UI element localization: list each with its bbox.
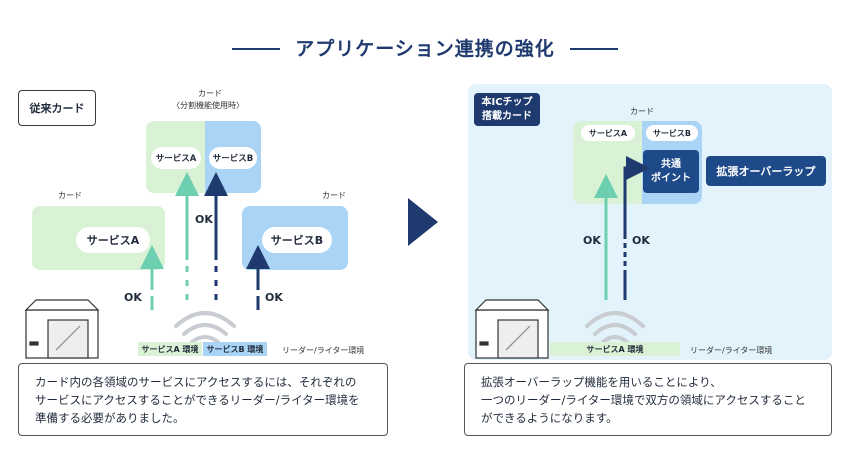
ic-chip-label-line1: 本ICチップ xyxy=(481,97,533,108)
right-arrows xyxy=(474,156,650,359)
extended-overlap-box: 拡張オーバーラップ xyxy=(706,156,826,186)
ok-right-panel-1: OK xyxy=(583,234,601,247)
left-card-service-a: サービスA xyxy=(76,227,150,253)
left-arrows xyxy=(24,172,270,359)
store-icon xyxy=(24,299,100,359)
shared-point-box: 共通 ポイント xyxy=(643,150,699,193)
wireless-signal-icon xyxy=(174,311,236,344)
split-card-service-a: サービスA xyxy=(151,147,201,169)
transition-arrow-icon xyxy=(408,198,438,246)
shared-point-line2: ポイント xyxy=(651,172,691,184)
left-description-line: 準備する必要がありました。 xyxy=(35,410,185,425)
legacy-card-label: 従来カード xyxy=(18,90,96,126)
env-service-a-right: サービスA 環境 xyxy=(550,342,680,356)
title-bar: アプリケーション連携の強化 xyxy=(0,34,850,64)
top-card-label: カード xyxy=(198,89,222,98)
title-left-rule xyxy=(232,48,280,50)
left-description: カード内の各領域のサービスにアクセスするには、それぞれの サービスにアクセスする… xyxy=(18,363,388,436)
store-icon xyxy=(474,299,550,359)
page-title: アプリケーション連携の強化 xyxy=(295,38,555,60)
right-card-service-b: サービスB xyxy=(262,227,332,253)
env-caption-right: リーダー/ライター環境 xyxy=(690,346,773,355)
right-navy-arrow xyxy=(623,156,650,300)
right-card-label: カード xyxy=(322,191,346,200)
env-service-b: サービスB 環境 xyxy=(203,342,267,356)
right-description: 拡張オーバーラップ機能を用いることにより、 一つのリーダー/ライター環境で双方の… xyxy=(464,363,832,436)
ic-card-service-b: サービスB xyxy=(646,125,698,141)
ok-left-label: OK xyxy=(124,291,142,304)
left-description-line: サービスにアクセスすることができるリーダー/ライター環境を xyxy=(35,392,360,407)
ic-card-service-a: サービスA xyxy=(581,125,635,141)
right-description-line: 拡張オーバーラップ機能を用いることにより、 xyxy=(481,375,722,389)
right-description-line: 一つのリーダー/ライター環境で双方の領域にアクセスすること xyxy=(481,392,806,407)
left-description-line: カード内の各領域のサービスにアクセスするには、それぞれの xyxy=(35,375,357,389)
title-right-rule xyxy=(570,48,618,50)
ic-chip-card-label: 本ICチップ 搭載カード xyxy=(474,93,540,126)
ok-right-label: OK xyxy=(265,291,283,304)
ic-chip-label-line2: 搭載カード xyxy=(482,110,532,122)
ok-right-panel-2: OK xyxy=(632,234,650,247)
top-card-sublabel: 〈分割機能使用時〉 xyxy=(172,101,244,110)
wireless-signal-icon xyxy=(585,311,645,344)
shared-point-line1: 共通 xyxy=(661,158,681,170)
right-card-label-top: カード xyxy=(630,107,654,116)
env-service-a: サービスA 環境 xyxy=(138,342,202,356)
right-description-line: ができるようになります。 xyxy=(481,410,618,425)
ok-center-label: OK xyxy=(195,213,213,226)
split-card-service-b: サービスB xyxy=(209,147,257,169)
left-card-label: カード xyxy=(58,191,82,200)
env-caption-left: リーダー/ライター環境 xyxy=(282,346,365,355)
